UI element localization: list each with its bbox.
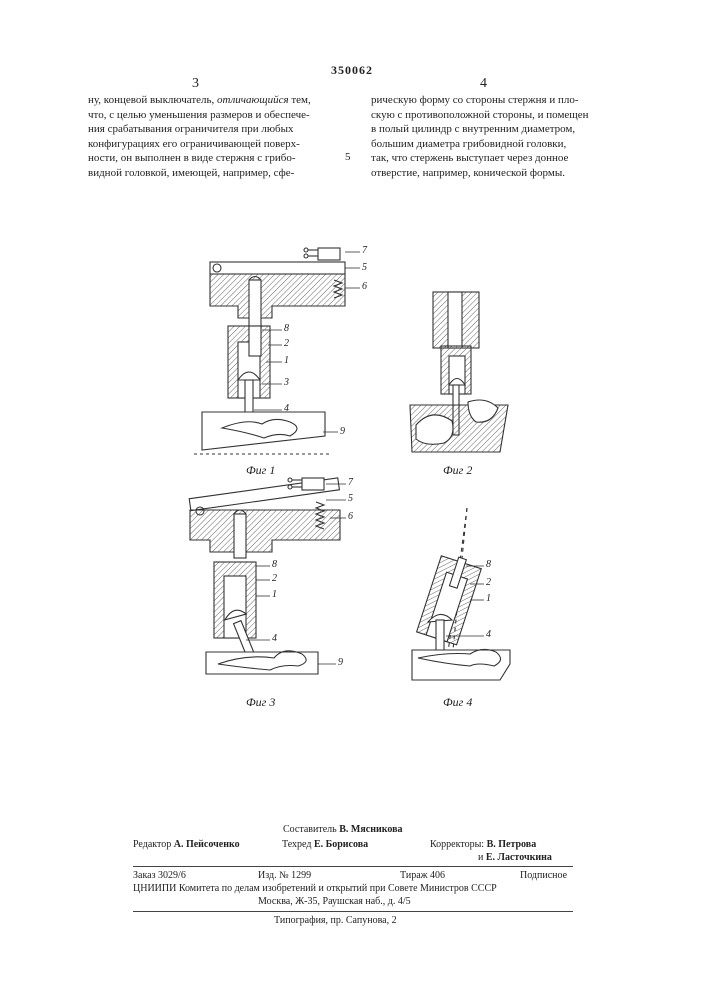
fig1-part-label: 4: [284, 403, 289, 414]
editor-name: А. Пейсоченко: [174, 839, 240, 850]
compiler-line: Составитель В. Мясникова: [283, 823, 403, 836]
fig1-part-label: 3: [284, 377, 289, 388]
techred-line: Техред Е. Борисова: [282, 838, 368, 851]
fig3-part-label: 9: [338, 657, 343, 668]
fig1-part-label: 7: [362, 245, 367, 256]
editor-line: Редактор А. Пейсоченко: [133, 838, 240, 851]
fig3-part-label: 7: [348, 477, 353, 488]
corrector-2-line: и Е. Ласточкина: [478, 851, 552, 864]
footer-divider: [133, 866, 573, 867]
fig4-part-label: 4: [486, 629, 491, 640]
fig1-part-label: 1: [284, 355, 289, 366]
fig3-part-label: 4: [272, 633, 277, 644]
compiler-name: В. Мясникова: [339, 824, 402, 835]
fig1-part-label: 6: [362, 281, 367, 292]
fig3-part-label: 5: [348, 493, 353, 504]
correctors-line: Корректоры: В. Петрова: [430, 838, 536, 851]
fig3-part-label: 1: [272, 589, 277, 600]
editor-label: Редактор: [133, 839, 171, 850]
circulation: Тираж 406: [400, 869, 445, 882]
fig3-part-label: 6: [348, 511, 353, 522]
corrector-2-prefix: и: [478, 852, 483, 863]
fig1-part-label: 8: [284, 323, 289, 334]
figure-1-drawing: [194, 248, 345, 454]
fig1-part-label: 2: [284, 338, 289, 349]
figure-2-caption: Фиг 2: [443, 463, 472, 478]
techred-label: Техред: [282, 839, 311, 850]
fig3-part-label: 2: [272, 573, 277, 584]
correctors-label: Корректоры:: [430, 839, 484, 850]
fig1-part-label: 5: [362, 262, 367, 273]
figure-3-caption: Фиг 3: [246, 695, 275, 710]
publisher-institute: ЦНИИПИ Комитета по делам изобретений и о…: [133, 882, 497, 895]
figure-4-drawing: [412, 508, 510, 680]
figure-2-drawing: [410, 292, 508, 452]
figure-3-drawing: [189, 478, 340, 674]
order-number: Заказ 3029/6: [133, 869, 186, 882]
fig4-part-label: 8: [486, 559, 491, 570]
footer-divider: [133, 911, 573, 912]
subscription: Подписное: [520, 869, 567, 882]
fig4-part-label: 2: [486, 577, 491, 588]
techred-name: Е. Борисова: [314, 839, 368, 850]
edition-number: Изд. № 1299: [258, 869, 311, 882]
publisher-address: Москва, Ж-35, Раушская наб., д. 4/5: [258, 895, 411, 908]
corrector-2-name: Е. Ласточкина: [486, 852, 552, 863]
fig1-part-label: 9: [340, 426, 345, 437]
figure-4-caption: Фиг 4: [443, 695, 472, 710]
corrector-1-name: В. Петрова: [487, 839, 537, 850]
fig3-part-label: 8: [272, 559, 277, 570]
fig4-part-label: 1: [486, 593, 491, 604]
printer: Типография, пр. Сапунова, 2: [274, 914, 397, 927]
compiler-label: Составитель: [283, 824, 337, 835]
figure-1-caption: Фиг 1: [246, 463, 275, 478]
